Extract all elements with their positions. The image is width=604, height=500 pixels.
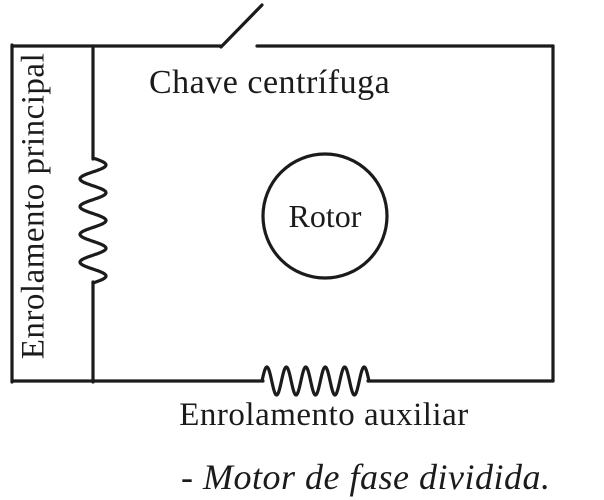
centrifugal-switch-blade-icon	[219, 3, 264, 49]
rotor-label: Rotor	[288, 198, 362, 234]
centrifugal-switch-label: Chave centrífuga	[149, 64, 391, 101]
figure-caption: - Motor de fase dividida.	[181, 457, 551, 497]
auxiliary-winding-label: Enrolamento auxiliar	[179, 397, 469, 433]
auxiliary-winding-coil-icon	[260, 365, 371, 397]
rotor-circle-icon	[261, 152, 389, 280]
main-winding-label: Enrolamento principal	[15, 52, 52, 360]
main-winding-coil-icon	[78, 156, 108, 285]
